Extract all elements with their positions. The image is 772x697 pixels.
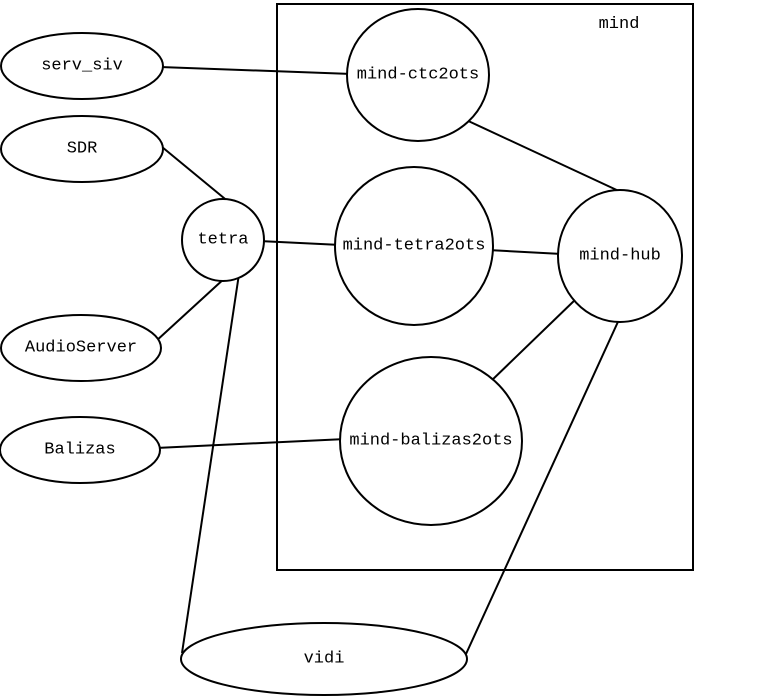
edge-sdr-tetra [155, 141, 231, 204]
node-mind_tetra2ots-shape [334, 166, 494, 326]
edge-tetra-mind_tetra2ots [258, 240, 342, 246]
node-mind_balizas2ots-label: mind-balizas2ots [349, 432, 512, 451]
node-mind_hub-shape [557, 189, 683, 323]
node-sdr-label: SDR [67, 140, 98, 159]
node-mind_ctc2ots-label: mind-ctc2ots [357, 66, 479, 85]
node-mind_tetra2ots-label: mind-tetra2ots [343, 237, 486, 256]
edge-tetra-vidi [181, 273, 240, 654]
node-serv_siv-label: serv_siv [41, 57, 123, 76]
node-vidi-shape [180, 622, 468, 696]
node-audioserver: AudioServer [0, 314, 162, 382]
node-tetra-label: tetra [197, 231, 248, 250]
node-vidi: vidi [180, 622, 468, 696]
node-balizas: Balizas [0, 416, 161, 484]
node-mind_balizas2ots: mind-balizas2ots [339, 356, 523, 526]
edge-serv_siv-mind_ctc2ots [159, 66, 353, 75]
node-tetra: tetra [181, 198, 265, 282]
node-mind_balizas2ots-shape [339, 356, 523, 526]
node-mind_ctc2ots-shape [346, 8, 490, 142]
node-tetra-shape [181, 198, 265, 282]
node-mind_hub: mind-hub [557, 189, 683, 323]
node-mind_hub-label: mind-hub [579, 247, 661, 266]
edge-mind_tetra2ots-mind_hub [487, 249, 563, 255]
node-serv_siv: serv_siv [0, 32, 164, 100]
cluster-mind-label: mind [599, 15, 640, 34]
edge-mind_balizas2ots-mind_hub [488, 297, 578, 384]
node-balizas-label: Balizas [44, 441, 115, 460]
node-sdr: SDR [0, 115, 164, 183]
edge-audioserver-tetra [154, 276, 227, 343]
node-balizas-shape [0, 416, 161, 484]
node-audioserver-label: AudioServer [25, 339, 137, 358]
edge-balizas-mind_balizas2ots [155, 438, 347, 449]
node-sdr-shape [0, 115, 164, 183]
node-vidi-label: vidi [304, 650, 345, 669]
node-mind_tetra2ots: mind-tetra2ots [334, 166, 494, 326]
cluster-mind-box [276, 3, 694, 571]
edge-mind_hub-vidi [465, 312, 623, 655]
edge-mind_ctc2ots-mind_hub [463, 118, 622, 193]
node-serv_siv-shape [0, 32, 164, 100]
node-audioserver-shape [0, 314, 162, 382]
node-mind_ctc2ots: mind-ctc2ots [346, 8, 490, 142]
